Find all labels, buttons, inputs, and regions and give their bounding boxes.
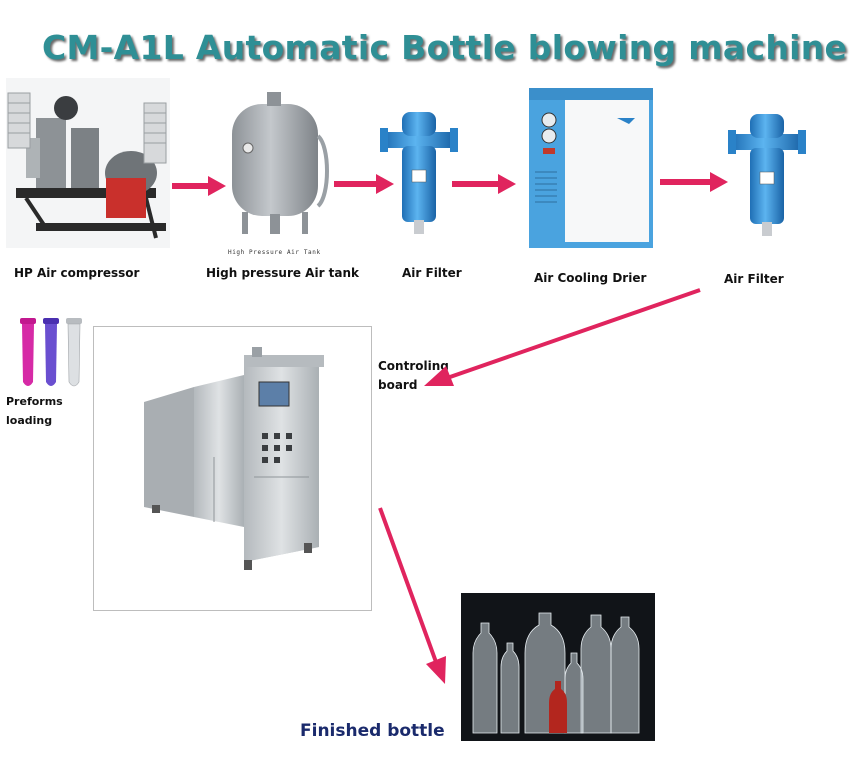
arrow-filter-to-drier — [452, 174, 516, 194]
stage-label-air-tank: High pressure Air tank — [206, 266, 360, 280]
diagram-title: CM-A1L Automatic Bottle blowing machine — [42, 28, 848, 67]
air-tank-image — [222, 86, 334, 254]
preforms-label: Preforms loading — [6, 395, 63, 427]
air-compressor-image — [6, 78, 170, 248]
arrow-machine-to-finished-bottle — [378, 507, 446, 684]
stage-label-air-filter-1: Air Filter — [402, 266, 462, 280]
arrow-tank-to-filter — [334, 174, 394, 194]
arrow-drier-to-filter — [660, 172, 728, 192]
stage-label-air-cooling-drier: Air Cooling Drier — [534, 271, 647, 285]
finished-bottle-label: Finished bottle — [300, 721, 445, 741]
arrow-compressor-to-tank — [172, 176, 226, 196]
blowing-machine-frame — [93, 326, 372, 611]
air-filter-image-2 — [728, 112, 806, 244]
controlling-board-label: Controling board — [378, 359, 449, 392]
arrow-filter-to-controlling-board — [424, 288, 701, 386]
air-cooling-drier-image — [527, 86, 655, 250]
air-filter-image-1 — [380, 110, 458, 242]
stage-label-air-compressor: HP Air compressor — [14, 266, 140, 280]
stage-label-air-filter-2: Air Filter — [724, 272, 784, 286]
air-tank-plate: High Pressure Air Tank — [228, 249, 321, 256]
preforms-image — [14, 318, 88, 390]
finished-bottles-image — [461, 593, 655, 741]
